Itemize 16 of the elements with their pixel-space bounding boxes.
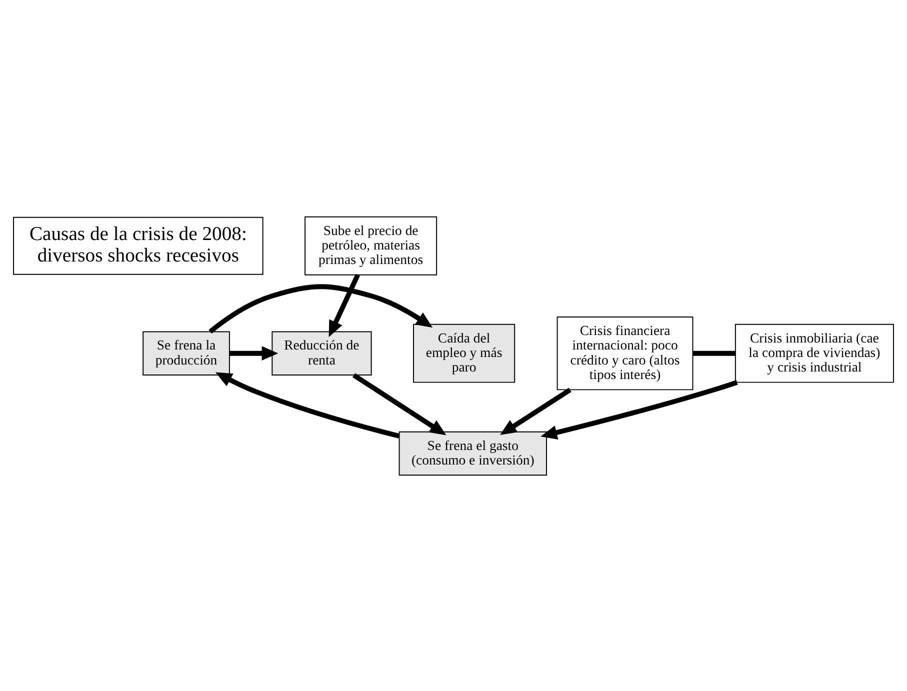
arrow <box>215 372 400 438</box>
arrow <box>352 372 446 435</box>
arrow <box>500 387 572 434</box>
arrow <box>230 346 278 360</box>
node-box: Reducción de renta <box>272 330 372 375</box>
node-box: Crisis financiera internacional: poco crédito y caro (altos tipos interés) <box>556 316 694 390</box>
node-box: Se frena el gasto (consumo e inversión) <box>398 430 547 476</box>
node-box: Se frena la producción <box>142 330 230 375</box>
node-box: Caída del empleo y más paro <box>413 323 516 382</box>
node-box: Crisis inmobiliaria (cae la compra de viviendas) y crisis industrial <box>734 323 894 382</box>
arrow <box>208 284 433 334</box>
arrow <box>328 273 360 337</box>
node-box: Sube el precio de petróleo, materias primas y alimentos <box>304 216 438 275</box>
node-box: Causas de la crisis de 2008: diversos shocks recesivos <box>13 216 264 274</box>
connector <box>693 350 736 356</box>
arrow <box>540 380 738 440</box>
